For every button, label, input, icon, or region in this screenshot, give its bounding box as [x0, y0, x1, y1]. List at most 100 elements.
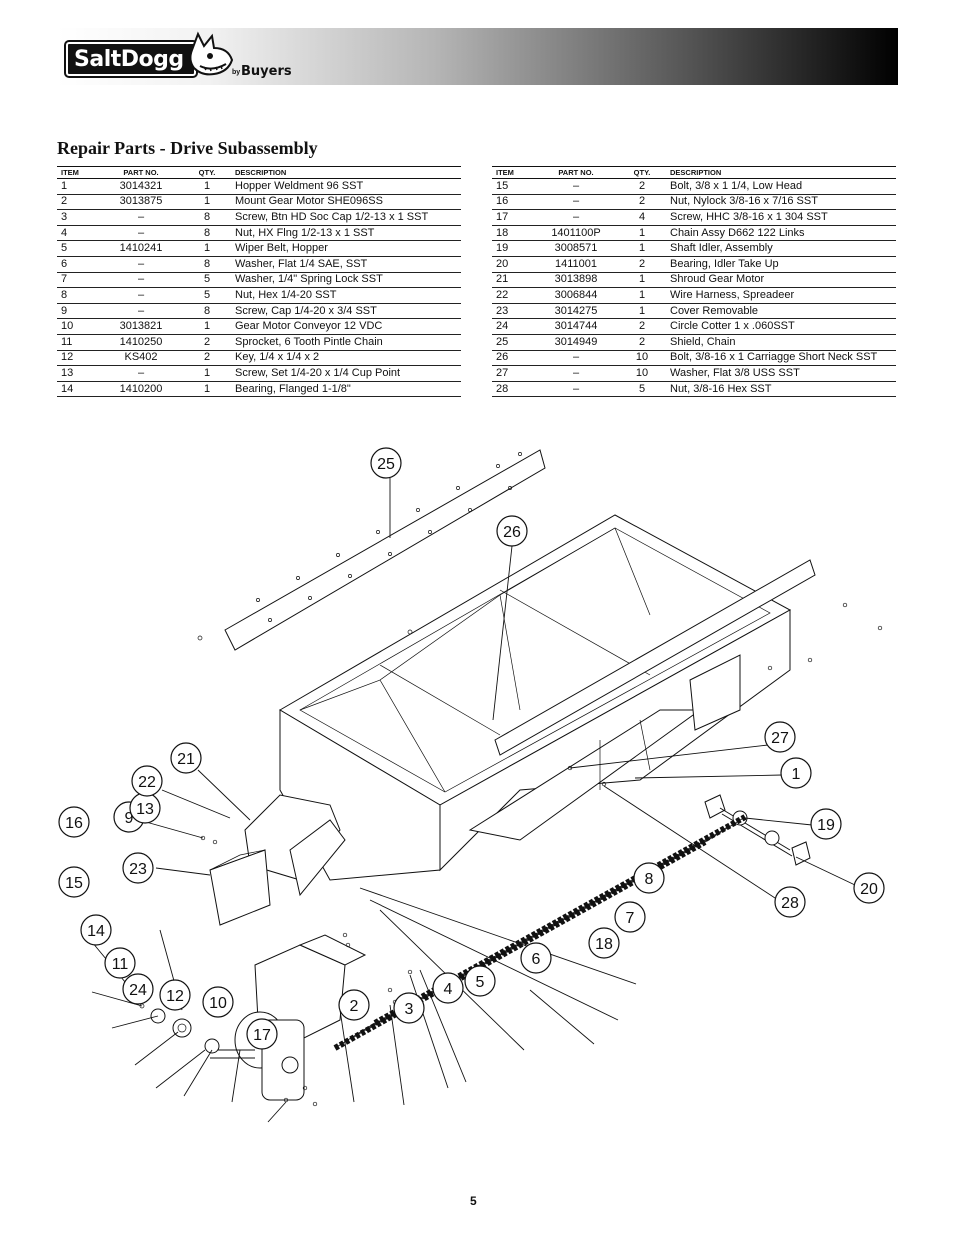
callout-8: 8: [633, 862, 665, 894]
cell-item: 14: [57, 381, 99, 398]
callout-25: 25: [370, 447, 402, 479]
header-qty: QTY.: [183, 166, 231, 179]
callout-label: 8: [645, 871, 654, 888]
cell-description: Bearing, Flanged 1-1/8": [231, 381, 461, 398]
cell-qty: 2: [183, 334, 231, 351]
callout-21: 21: [170, 742, 202, 774]
chain-flight: [673, 833, 715, 860]
cell-description: Screw, Cap 1/4-20 x 3/4 SST: [231, 303, 461, 320]
cell-description: Sprocket, 6 Tooth Pintle Chain: [231, 334, 461, 351]
header-qty: QTY.: [618, 166, 666, 179]
cell-qty: 1: [183, 240, 231, 257]
cell-item: 25: [492, 334, 534, 351]
cell-item: 18: [492, 225, 534, 242]
callout-circle: [393, 992, 425, 1024]
chain-flight: [535, 911, 576, 937]
callout-circle: [131, 765, 163, 797]
callout-label: 6: [532, 951, 541, 968]
cell-description: Gear Motor Conveyor 12 VDC: [231, 318, 461, 335]
cell-description: Wire Harness, Spreadeer: [666, 287, 896, 304]
header-part-no: PART NO.: [534, 166, 618, 179]
cell-description: Washer, Flat 1/4 SAE, SST: [231, 256, 461, 273]
callout-circle: [338, 989, 370, 1021]
cell-item: 3: [57, 209, 99, 226]
cell-part-no: –: [99, 209, 183, 226]
cell-description: Bolt, 3/8 x 1 1/4, Low Head: [666, 178, 896, 195]
cell-part-no: 3014275: [534, 303, 618, 320]
cell-part-no: 3008571: [534, 240, 618, 257]
callout-label: 10: [209, 995, 227, 1012]
cell-qty: 1: [618, 240, 666, 257]
dog-mascot-icon: [189, 31, 234, 76]
cell-part-no: 3006844: [534, 287, 618, 304]
cell-item: 6: [57, 256, 99, 273]
cell-description: Hopper Weldment 96 SST: [231, 178, 461, 195]
cell-item: 16: [492, 194, 534, 211]
cell-qty: 8: [183, 256, 231, 273]
logo-brand: SaltDogg: [74, 47, 184, 72]
callout-label: 18: [595, 936, 613, 953]
cell-description: Cover Removable: [666, 303, 896, 320]
callout-label: 1: [792, 766, 801, 783]
callout-circle: [614, 901, 646, 933]
callout-circle: [780, 757, 812, 789]
page-number: 5: [470, 1194, 477, 1208]
cell-part-no: –: [534, 381, 618, 398]
cell-item: 19: [492, 240, 534, 257]
cell-item: 26: [492, 350, 534, 367]
chain-flight: [350, 1014, 391, 1040]
cell-item: 10: [57, 318, 99, 335]
cell-part-no: 3013875: [99, 194, 183, 211]
callout-28: 28: [774, 886, 806, 918]
gear-motor-drawing: [210, 934, 367, 1101]
idler-assembly-drawing: [704, 794, 811, 866]
callout-circle: [159, 979, 191, 1011]
callout-circle: [774, 886, 806, 918]
cell-description: Wiper Belt, Hopper: [231, 240, 461, 257]
cell-item: 11: [57, 334, 99, 351]
header-part-no: PART NO.: [99, 166, 183, 179]
page-title: Repair Parts - Drive Subassembly: [57, 138, 318, 158]
header-description: DESCRIPTION: [231, 166, 461, 179]
cell-qty: 1: [183, 381, 231, 398]
cell-part-no: 3014321: [99, 178, 183, 195]
cell-item: 27: [492, 365, 534, 382]
cell-qty: 2: [618, 318, 666, 335]
cell-item: 9: [57, 303, 99, 320]
callout-23: 23: [122, 852, 154, 884]
callout-20: 20: [853, 872, 885, 904]
cell-item: 28: [492, 381, 534, 398]
callout-label: 19: [817, 817, 835, 834]
callout-label: 15: [65, 875, 83, 892]
header-description: DESCRIPTION: [666, 166, 896, 179]
callout-leaders: [91, 478, 856, 1123]
chain-flight: [596, 876, 638, 903]
cell-item: 17: [492, 209, 534, 226]
callout-7: 7: [614, 901, 646, 933]
cell-description: Nut, 3/8-16 Hex SST: [666, 381, 896, 398]
callout-circle: [853, 872, 885, 904]
cell-qty: 8: [183, 209, 231, 226]
chain-flight: [519, 919, 561, 946]
cell-qty: 2: [618, 256, 666, 273]
cell-description: Chain Assy D662 122 Links: [666, 225, 896, 242]
chain-flight: [658, 842, 699, 869]
cell-item: 8: [57, 287, 99, 304]
callout-label: 20: [860, 881, 878, 898]
cell-description: Nut, HX Flng 1/2-13 x 1 SST: [231, 225, 461, 242]
callout-circle: [122, 973, 154, 1005]
